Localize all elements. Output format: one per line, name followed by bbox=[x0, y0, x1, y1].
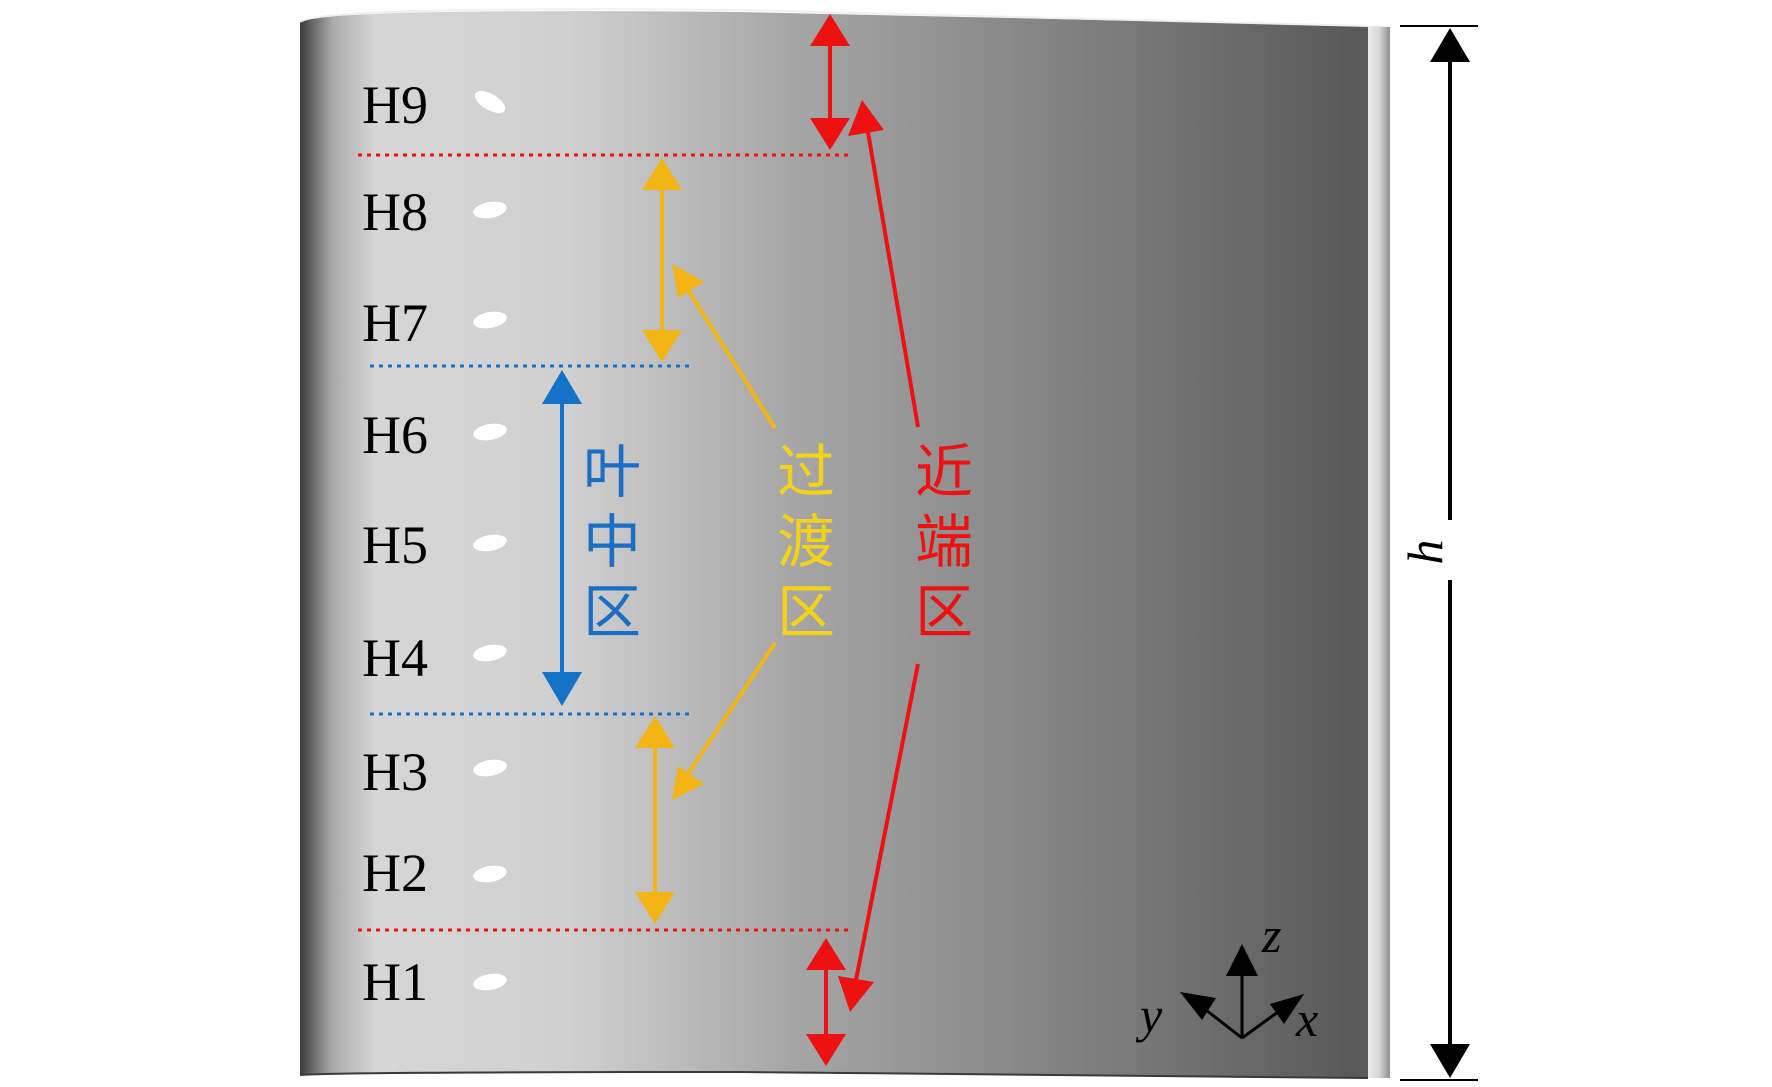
axis-label-z: z bbox=[1261, 907, 1281, 963]
midspan-char-3: 区 bbox=[583, 578, 641, 646]
hole-label-h8: H8 bbox=[362, 182, 428, 242]
cooling-holes bbox=[473, 91, 507, 991]
near-endwall-char-1: 近 bbox=[915, 438, 973, 506]
transition-char-1: 过 bbox=[777, 438, 835, 506]
cooling-hole-1 bbox=[473, 973, 507, 991]
cooling-hole-4 bbox=[473, 644, 507, 662]
blade-surface bbox=[300, 11, 1368, 1079]
red-double-arrow-top bbox=[810, 14, 850, 150]
hole-label-h5: H5 bbox=[362, 515, 428, 575]
hole-label-h7: H7 bbox=[362, 293, 428, 353]
red-double-arrow-bottom bbox=[806, 938, 846, 1066]
height-dimension: h bbox=[1397, 25, 1478, 1081]
blue-double-arrow bbox=[542, 370, 582, 706]
hole-labels: H9 H8 H7 H6 H5 H4 H3 H2 H1 bbox=[362, 75, 428, 1012]
coordinate-axes: z y x bbox=[1135, 907, 1318, 1047]
hole-label-h2: H2 bbox=[362, 843, 428, 903]
axis-label-y: y bbox=[1135, 987, 1163, 1043]
axis-label-x: x bbox=[1295, 991, 1318, 1047]
blade-bottom-edge bbox=[299, 1070, 1369, 1079]
cooling-hole-2 bbox=[473, 865, 507, 883]
transition-region-label: 过 渡 区 bbox=[777, 438, 835, 646]
cooling-hole-7 bbox=[473, 311, 507, 329]
midspan-char-1: 叶 bbox=[583, 438, 641, 506]
amber-double-arrow-bottom bbox=[635, 716, 675, 924]
red-leader-lines bbox=[838, 100, 920, 1012]
cooling-hole-9 bbox=[474, 91, 506, 113]
near-endwall-char-2: 端 bbox=[915, 508, 973, 576]
midspan-region-label: 叶 中 区 bbox=[583, 438, 641, 646]
transition-char-2: 渡 bbox=[777, 508, 835, 576]
midspan-char-2: 中 bbox=[583, 508, 641, 576]
cooling-hole-6 bbox=[473, 423, 507, 441]
transition-char-3: 区 bbox=[777, 578, 835, 646]
blade-top-edge bbox=[299, 8, 1369, 27]
cooling-hole-3 bbox=[473, 759, 507, 777]
blade-trailing-edge bbox=[1368, 26, 1390, 1078]
amber-leader-lines bbox=[672, 264, 777, 800]
cooling-hole-5 bbox=[473, 534, 507, 552]
hole-label-h9: H9 bbox=[362, 75, 428, 135]
hole-label-h6: H6 bbox=[362, 405, 428, 465]
height-label: h bbox=[1397, 540, 1453, 565]
near-endwall-char-3: 区 bbox=[915, 578, 973, 646]
amber-double-arrow-top bbox=[642, 158, 682, 362]
cooling-hole-8 bbox=[473, 201, 507, 219]
hole-label-h4: H4 bbox=[362, 628, 428, 688]
hole-label-h1: H1 bbox=[362, 952, 428, 1012]
near-endwall-region-label: 近 端 区 bbox=[915, 438, 973, 646]
hole-label-h3: H3 bbox=[362, 742, 428, 802]
